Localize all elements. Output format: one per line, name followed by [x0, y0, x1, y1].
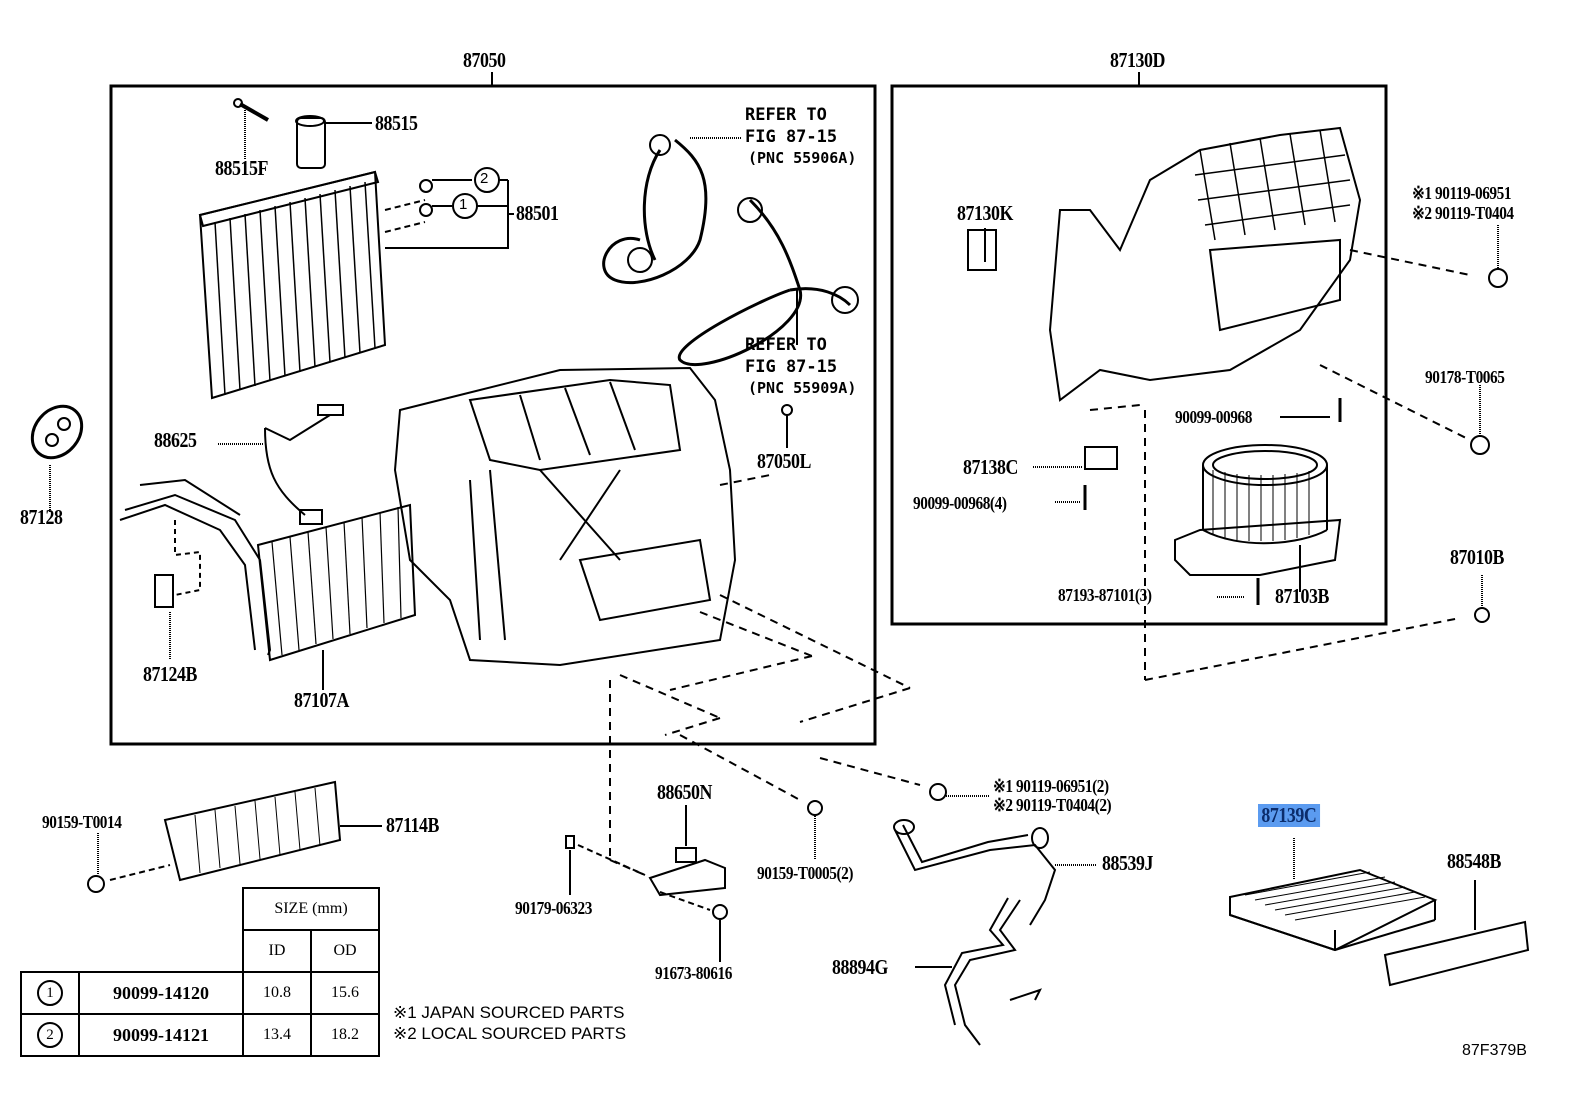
resistor-87138C: [1084, 446, 1118, 470]
evaporator-core: [198, 167, 514, 400]
switch-87130K: [967, 229, 997, 271]
part-label-88515F[interactable]: 88515F: [215, 156, 268, 180]
row-part-number[interactable]: 90099-14120: [78, 971, 244, 1015]
row-part-number[interactable]: 90099-14121: [78, 1013, 244, 1057]
part-label-88548B[interactable]: 88548B: [1447, 849, 1501, 873]
row-id-value: 13.4: [242, 1013, 312, 1057]
row-id-value: 10.8: [242, 971, 312, 1015]
row-od-value: 18.2: [310, 1013, 380, 1057]
part-label-87010B[interactable]: 87010B: [1450, 545, 1504, 569]
aspirator-87114B: [87, 780, 382, 893]
screw-90119: [1488, 268, 1508, 288]
part-label-90099-00968[interactable]: 90099-00968: [1175, 407, 1252, 427]
assembly-leader-lines: [609, 249, 1471, 876]
part-label-87128[interactable]: 87128: [20, 505, 63, 529]
ring-ref-1-cell: 1: [37, 980, 63, 1006]
screw-label-local-top[interactable]: ※2 90119-T0404: [1412, 203, 1514, 223]
refer-note-2-line1: REFER TO: [745, 335, 827, 355]
part-label-90099-00968-qty4[interactable]: 90099-00968(4): [913, 493, 1007, 513]
screw-90159-T0005: [807, 800, 823, 816]
ring-ref-2-cell: 2: [37, 1022, 63, 1048]
row-od-value: 15.6: [310, 971, 380, 1015]
table-row: 2 90099-14121 13.4 18.2: [20, 1013, 380, 1057]
size-table-header: SIZE (mm): [242, 887, 380, 931]
ring-ref-1-label: 1: [459, 196, 468, 213]
legend-local-sourced: ※2 LOCAL SOURCED PARTS: [393, 1024, 627, 1043]
part-label-90159-T0014[interactable]: 90159-T0014: [42, 812, 122, 832]
part-label-87050L[interactable]: 87050L: [757, 449, 811, 473]
wire-harness: [602, 134, 859, 367]
refer-note-1-line3: (PNC 55906A): [748, 149, 857, 167]
part-label-87103B[interactable]: 87103B: [1275, 584, 1329, 608]
part-label-88650N[interactable]: 88650N: [657, 780, 712, 804]
screw-label-japan-top[interactable]: ※1 90119-06951: [1412, 183, 1512, 203]
part-label-87130K[interactable]: 87130K: [957, 201, 1013, 225]
part-label-90179-06323[interactable]: 90179-06323: [515, 898, 592, 918]
part-label-90159-T0005-qty2[interactable]: 90159-T0005(2): [757, 863, 854, 883]
refer-note-1-line2[interactable]: FIG 87-15: [745, 127, 838, 147]
size-table-col-od: OD: [310, 929, 380, 973]
screw-label-local-bottom[interactable]: ※2 90119-T0404(2): [993, 795, 1112, 815]
part-label-87114B[interactable]: 87114B: [386, 813, 440, 837]
part-label-88894G[interactable]: 88894G: [832, 955, 888, 979]
part-label-88539J[interactable]: 88539J: [1102, 851, 1153, 875]
part-label-91673-80616[interactable]: 91673-80616: [655, 963, 732, 983]
size-table-col-id: ID: [242, 929, 312, 973]
refer-note-2-line3: (PNC 55909A): [748, 379, 857, 397]
hose-size-table: SIZE (mm) ID OD 1 90099-14120 10.8 15.6 …: [20, 887, 380, 1057]
assembly-label-87050[interactable]: 87050: [463, 48, 506, 72]
blower-motor-87103B: [1174, 444, 1342, 592]
ring-ref-2-label: 2: [480, 170, 489, 187]
nut-90178-T0065: [1470, 435, 1490, 455]
sensor-88625: [218, 404, 344, 525]
refer-note-1-line1: REFER TO: [745, 105, 827, 125]
figure-id: 87F379B: [1462, 1042, 1527, 1059]
screw-87010B: [1474, 607, 1490, 623]
bracket-88650N: [565, 805, 728, 962]
part-label-87138C[interactable]: 87138C: [963, 455, 1018, 479]
part-label-87107A[interactable]: 87107A: [294, 688, 349, 712]
screw-label-japan-bottom[interactable]: ※1 90119-06951(2): [993, 776, 1109, 796]
part-label-87124B[interactable]: 87124B: [143, 662, 197, 686]
part-label-87193-87101-qty3[interactable]: 87193-87101(3): [1058, 585, 1152, 605]
part-label-90178-T0065[interactable]: 90178-T0065: [1425, 367, 1505, 387]
assembly-87130D-box: [890, 84, 1388, 626]
screw-90119-bottom: [929, 783, 947, 801]
drain-hose: [893, 819, 1097, 1046]
assembly-label-87130D[interactable]: 87130D: [1110, 48, 1165, 72]
part-label-88501[interactable]: 88501: [516, 201, 559, 225]
legend-japan-sourced: ※1 JAPAN SOURCED PARTS: [393, 1003, 625, 1022]
cabin-filter-87139C: [1229, 838, 1438, 952]
clip-87124B: [154, 574, 174, 608]
table-row: 1 90099-14120 10.8 15.6: [20, 971, 380, 1015]
filter-cover-88548B: [1383, 880, 1530, 987]
part-label-88515[interactable]: 88515: [375, 111, 418, 135]
heater-core-87107A: [119, 478, 417, 690]
part-label-87139C-highlighted[interactable]: 87139C: [1258, 804, 1320, 827]
grommet-87128: [30, 404, 84, 512]
expansion-valve-88515: [233, 98, 372, 169]
assembly-87050-box: [109, 84, 877, 746]
part-label-88625[interactable]: 88625: [154, 428, 197, 452]
refer-note-2-line2[interactable]: FIG 87-15: [745, 357, 838, 377]
blower-housing-87130D: [1048, 126, 1362, 402]
hvac-housing: [393, 366, 737, 667]
